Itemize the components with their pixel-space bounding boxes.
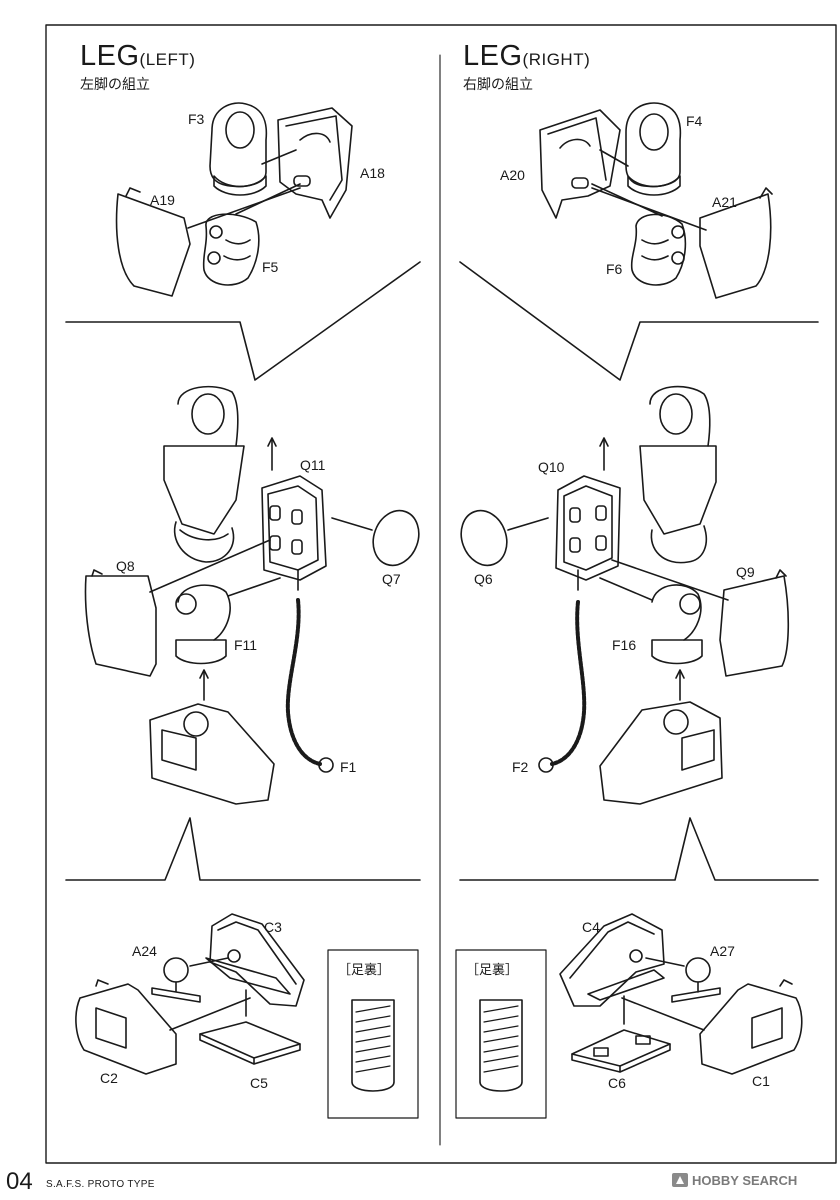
page-number: 04 (6, 1168, 33, 1195)
part-label: F6 (606, 261, 623, 277)
right-callout-upper (459, 261, 819, 381)
part-label: C5 (250, 1075, 268, 1091)
part-label: A20 (500, 167, 525, 183)
right-upper-parts (539, 102, 773, 299)
left-callout-upper (65, 261, 421, 381)
left-sole-box (327, 949, 419, 1119)
part-label: F11 (234, 637, 258, 653)
part-label: Q7 (382, 571, 401, 587)
part-label: Q10 (538, 459, 565, 475)
part-label: F2 (512, 759, 529, 775)
part-label: C6 (608, 1075, 626, 1091)
watermark-text: HOBBY SEARCH (692, 1173, 798, 1188)
left-middle-parts (84, 385, 420, 805)
product-name: S.A.F.S. PROTO TYPE (46, 1179, 155, 1190)
left-sole-label: ［足裏］ (338, 963, 391, 978)
part-label: C4 (582, 919, 600, 935)
left-lower-parts (75, 913, 419, 1119)
right-middle-parts (460, 385, 790, 805)
part-label: Q9 (736, 564, 755, 580)
left-callout-lower (65, 817, 421, 881)
right-heading-title: LEG (463, 40, 523, 72)
part-label: F3 (188, 111, 205, 127)
left-subtitle: 左脚の組立 (80, 77, 150, 93)
part-label: A27 (710, 943, 735, 959)
part-label: A24 (132, 943, 157, 959)
right-callout-lower (459, 817, 819, 881)
part-label: F5 (262, 259, 279, 275)
left-heading-title: LEG (80, 40, 140, 72)
right-heading-side: (RIGHT) (522, 50, 591, 69)
right-lower-parts (455, 913, 803, 1119)
part-label: C2 (100, 1070, 118, 1086)
right-sole-label: ［足裏］ (466, 963, 519, 978)
left-heading: LEG(LEFT) (80, 42, 195, 71)
right-flex-hose (550, 600, 587, 766)
left-upper-parts (115, 102, 353, 297)
page-frame (45, 24, 837, 1164)
part-label: C1 (752, 1073, 770, 1089)
part-label: Q6 (474, 571, 493, 587)
part-label: Q11 (300, 457, 326, 473)
part-label: A19 (150, 192, 175, 208)
part-label: Q8 (116, 558, 135, 574)
part-label: C3 (264, 919, 282, 935)
part-label: A18 (360, 165, 385, 181)
hobby-search-logo-icon (672, 1173, 688, 1187)
right-heading: LEG(RIGHT) (463, 42, 590, 71)
part-label: F4 (686, 113, 703, 129)
left-flex-hose (285, 598, 322, 766)
part-label: F16 (612, 637, 637, 653)
left-heading-side: (LEFT) (139, 50, 196, 69)
right-sole-box (455, 949, 547, 1119)
right-subtitle: 右脚の組立 (463, 77, 533, 93)
part-label: A21 (712, 194, 737, 210)
part-label: F1 (340, 759, 357, 775)
